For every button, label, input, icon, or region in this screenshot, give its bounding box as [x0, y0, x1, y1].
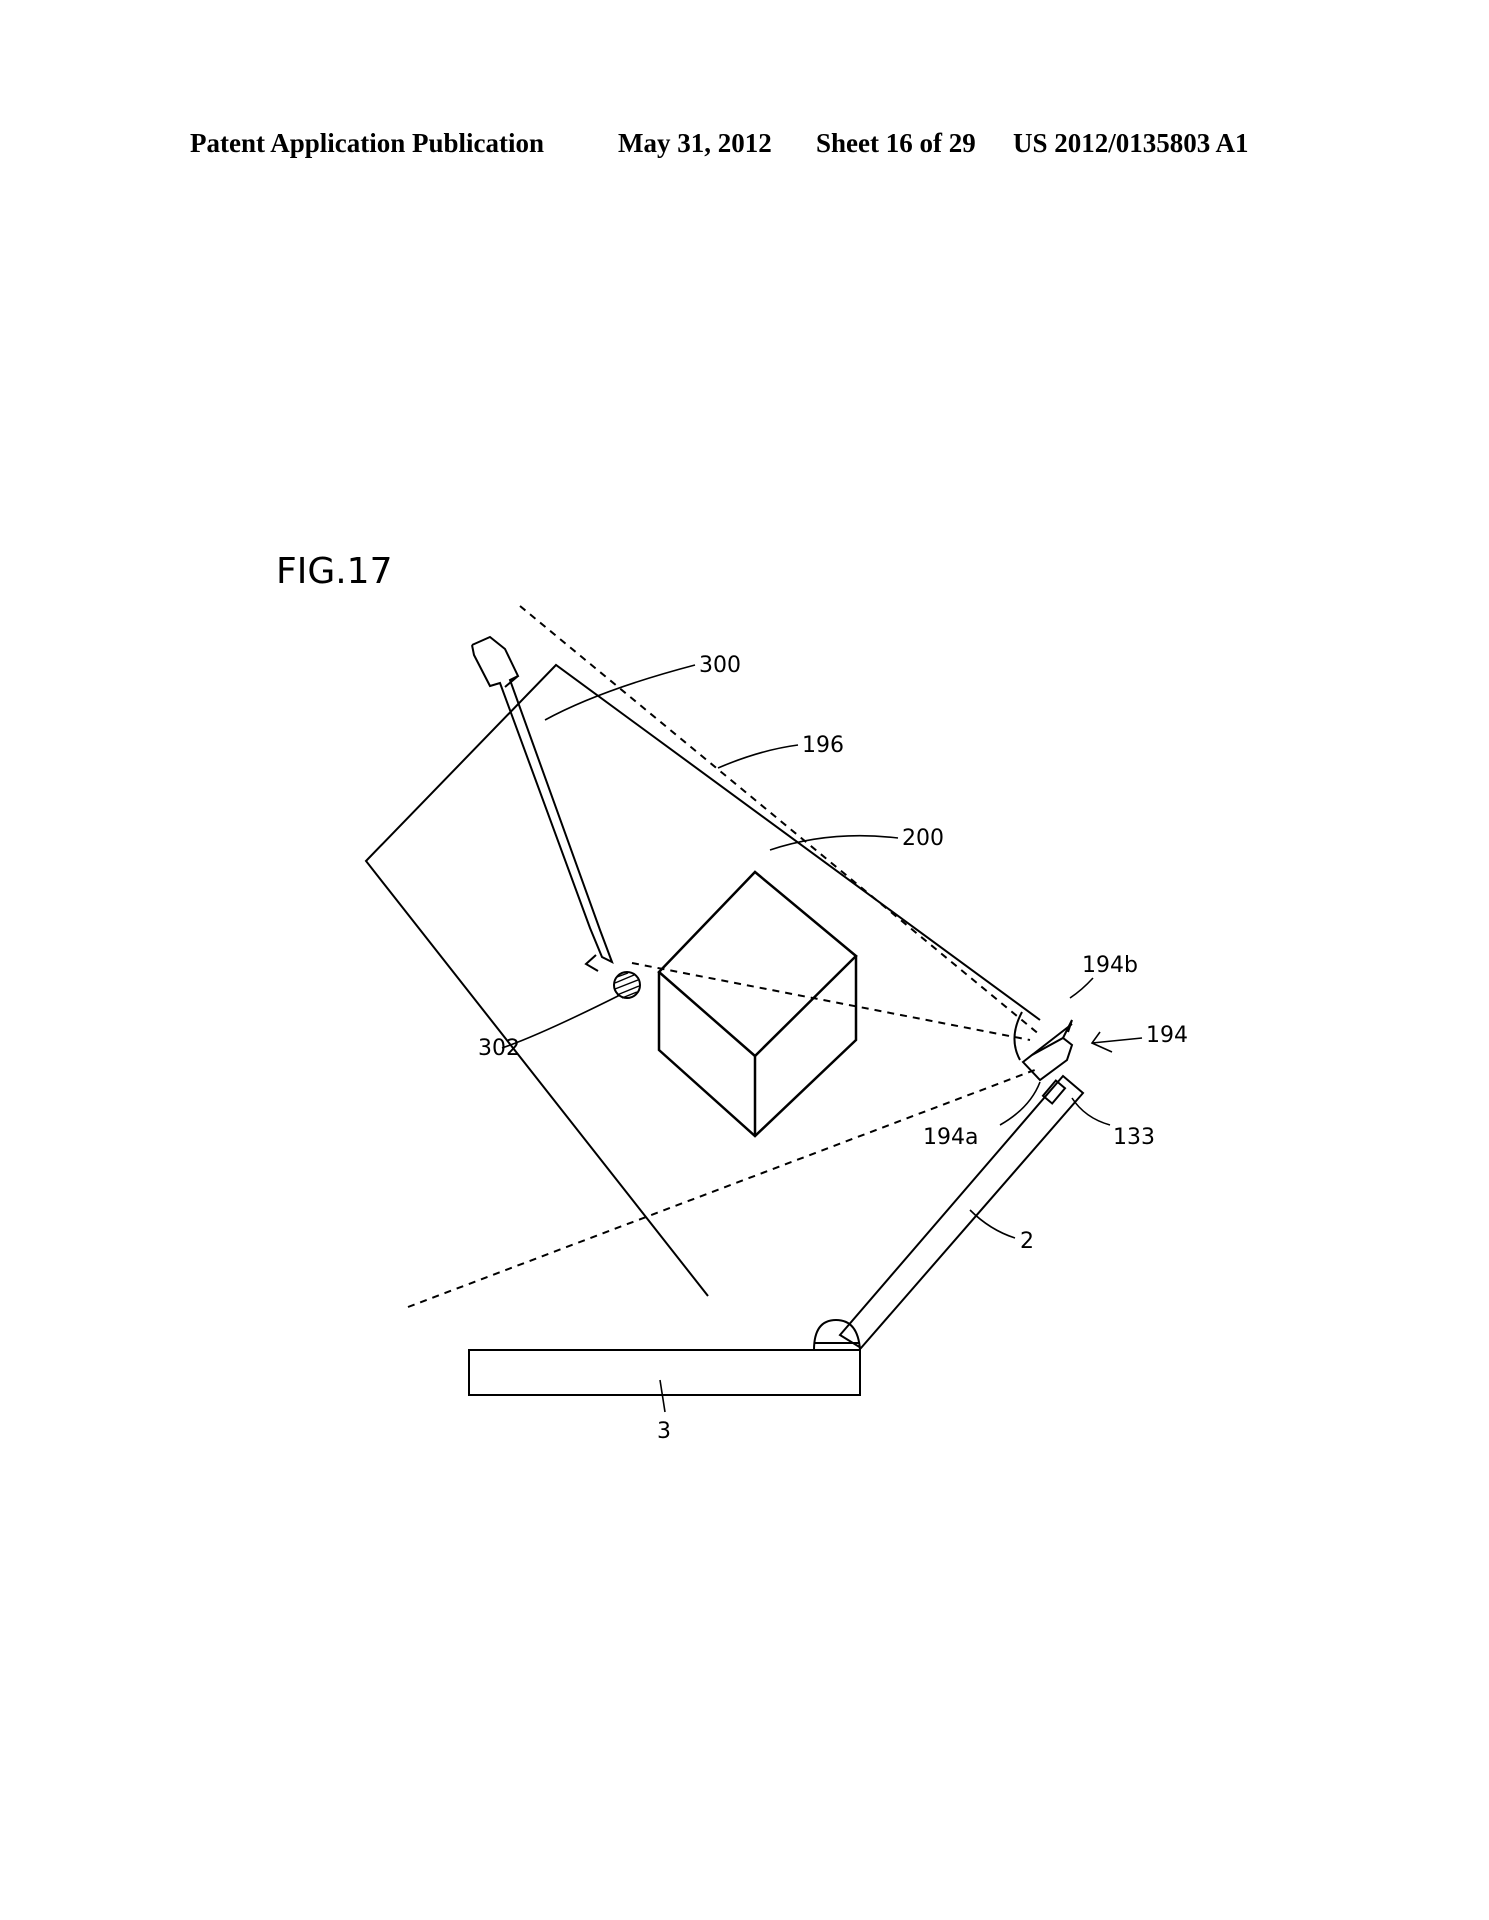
label-194a: 194a: [923, 1125, 978, 1150]
label-196: 196: [802, 733, 844, 758]
patent-number: US 2012/0135803 A1: [1013, 128, 1249, 158]
leader-2: [969, 1209, 1016, 1239]
hinge: [813, 1318, 861, 1351]
leader-194: [1091, 1037, 1143, 1044]
figure-title: FIG.17: [276, 551, 392, 592]
publication-title: Patent Application Publication: [190, 128, 545, 158]
leader-194a: [999, 1081, 1041, 1126]
label-3: 3: [657, 1419, 671, 1444]
label-302: 302: [478, 1036, 520, 1061]
line-of-sight-dashed: [631, 962, 1031, 1041]
cube-object: [657, 870, 858, 1138]
sight-arrowhead: [584, 954, 599, 972]
label-300: 300: [699, 653, 741, 678]
label-2: 2: [1020, 1229, 1034, 1254]
leader-3: [659, 1379, 666, 1413]
stylus-tip: [613, 971, 641, 999]
publication-date: May 31, 2012: [618, 128, 772, 158]
camera: [1041, 1079, 1067, 1105]
image-plane-rectangle: [364, 663, 1041, 1297]
fov-arc: [1013, 1011, 1023, 1061]
sheet-number: Sheet 16 of 29: [816, 128, 976, 158]
label-200: 200: [902, 826, 944, 851]
upper-housing: [838, 1074, 1085, 1350]
leader-133: [1071, 1097, 1111, 1126]
leader-194b: [1069, 977, 1094, 999]
lower-housing: [468, 1349, 861, 1396]
label-133: 133: [1113, 1125, 1155, 1150]
reflector: [1021, 1019, 1074, 1082]
label-194b: 194b: [1082, 953, 1138, 978]
label-194: 194: [1146, 1023, 1188, 1048]
leader-302: [501, 994, 621, 1049]
stylus: [471, 635, 614, 965]
leader-200: [769, 834, 899, 851]
page-header: Patent Application Publication May 31, 2…: [190, 128, 1310, 168]
fov-upper-dashed-line: [519, 605, 1041, 1036]
leader-300: [544, 664, 696, 721]
leader-196: [717, 744, 799, 769]
fov-lower-dashed-line: [407, 1067, 1041, 1308]
